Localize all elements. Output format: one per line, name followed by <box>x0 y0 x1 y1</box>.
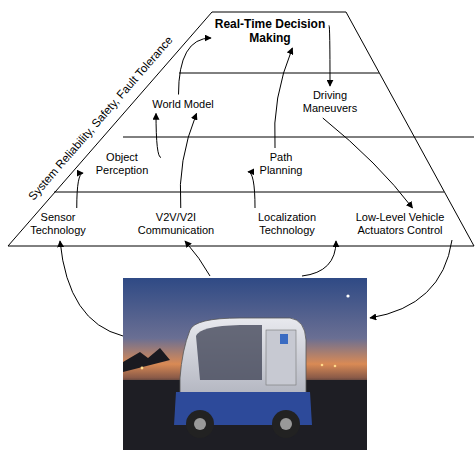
flow-arrow <box>77 173 83 208</box>
layer-item: Real-Time Decision Making <box>214 17 326 45</box>
node-text: Localization Technology <box>247 211 327 237</box>
photo-arrow <box>185 241 210 276</box>
node-text: Real-Time Decision Making <box>214 17 326 45</box>
node-text: Path Planning <box>251 151 311 177</box>
layer-item: Localization Technology <box>247 211 327 237</box>
layer-item: Driving Maneuvers <box>294 89 366 115</box>
layer-line <box>123 137 474 138</box>
node-text: Low-Level Vehicle Actuators Control <box>338 211 463 237</box>
node-text: Driving Maneuvers <box>294 89 366 115</box>
layer-line <box>54 192 444 193</box>
flow-arrow <box>156 114 161 158</box>
flow-arrow <box>329 25 330 86</box>
flow-arrow <box>179 38 212 95</box>
photo-arrow <box>60 241 123 336</box>
photo-arrow <box>302 241 336 276</box>
node-text: Object Perception <box>86 151 158 177</box>
vehicle-photo <box>123 278 367 450</box>
photo-arrow <box>370 240 452 318</box>
layer-item: Low-Level Vehicle Actuators Control <box>338 211 463 237</box>
node-text: V2V/V2I Communication <box>129 211 224 237</box>
layer-line <box>179 73 379 74</box>
layer-item: World Model <box>138 98 228 111</box>
layer-item: V2V/V2I Communication <box>129 211 224 237</box>
layer-item: Object Perception <box>86 151 158 177</box>
pyramid-outline <box>8 12 474 246</box>
flow-arrow <box>248 172 255 208</box>
flow-arrow <box>180 114 196 209</box>
layer-item: Path Planning <box>251 151 311 177</box>
flow-arrow <box>323 118 413 208</box>
flow-arrow <box>275 48 293 148</box>
node-text: World Model <box>138 98 228 111</box>
side-label: System Reliability, Safety, Fault Tolera… <box>26 34 175 203</box>
layer-item: Sensor Technology <box>21 211 96 237</box>
node-text: Sensor Technology <box>21 211 96 237</box>
